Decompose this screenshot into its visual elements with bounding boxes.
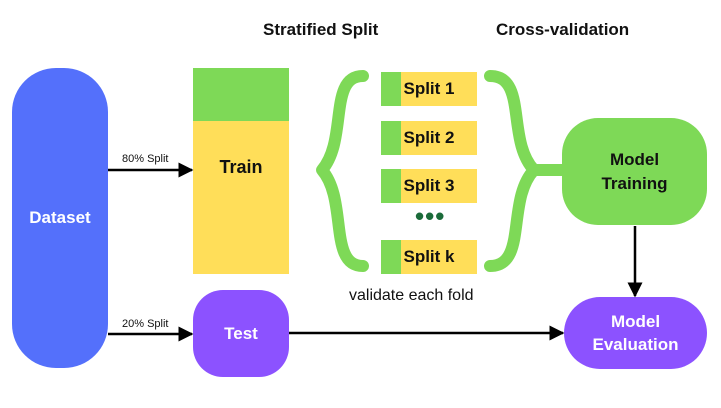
train-node: Train	[193, 121, 289, 274]
test-split-label: 20% Split	[122, 318, 169, 330]
split-k-label: Split k	[403, 247, 455, 266]
model-training-label: Model Training	[601, 149, 668, 193]
model-training-node: Model Training	[562, 118, 707, 225]
split-3-node: Split 3	[381, 169, 477, 203]
model-evaluation-label: Model Evaluation	[592, 312, 679, 354]
model-evaluation-node: Model Evaluation	[564, 297, 707, 369]
left-brace	[316, 70, 369, 272]
dataset-node: Dataset	[12, 68, 108, 368]
split-1-node: Split 1	[381, 72, 477, 106]
right-brace	[484, 70, 540, 272]
stratified-split-heading: Stratified Split	[263, 20, 379, 39]
dataset-label: Dataset	[29, 208, 91, 227]
validate-caption: validate each fold	[349, 287, 474, 304]
split-1-label: Split 1	[403, 79, 455, 98]
split-3-label: Split 3	[403, 176, 455, 195]
train-split-label: 80% Split	[122, 153, 169, 165]
split-2-node: Split 2	[381, 121, 477, 155]
ellipsis-dots: •••	[415, 201, 446, 231]
cross-validation-heading: Cross-validation	[496, 20, 630, 39]
train-label: Train	[219, 157, 263, 177]
train-validation-portion	[193, 68, 289, 121]
split-k-node: Split k	[381, 240, 477, 274]
test-node: Test	[193, 290, 289, 377]
split-2-label: Split 2	[403, 128, 455, 147]
test-label: Test	[224, 323, 258, 343]
